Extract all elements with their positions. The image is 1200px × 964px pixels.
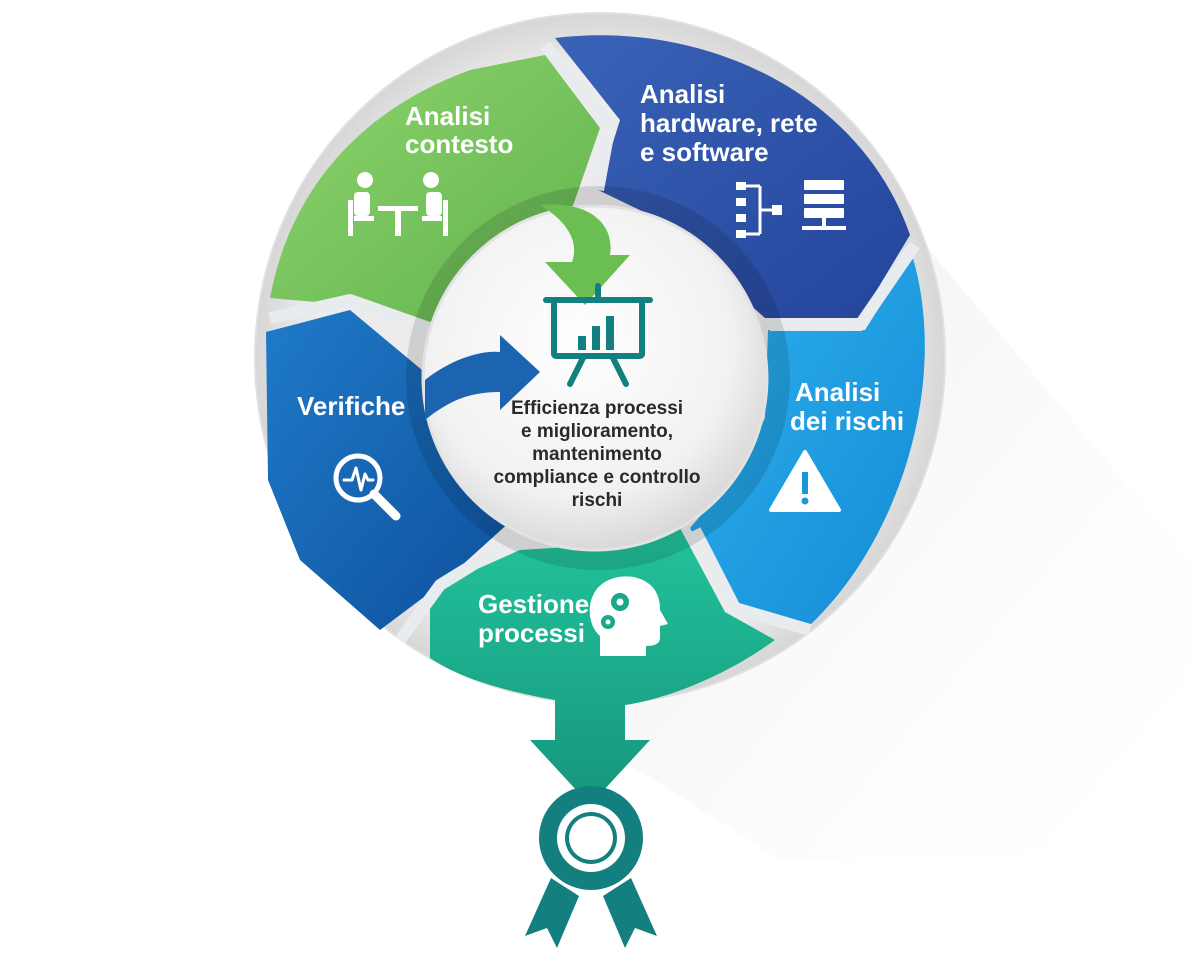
center-disc bbox=[421, 204, 769, 552]
label-analisi-rischi-1: Analisi bbox=[795, 377, 880, 407]
head-gears-icon bbox=[589, 576, 668, 656]
center-title-line2: e miglioramento, bbox=[521, 421, 673, 442]
award-rosette-icon bbox=[525, 786, 657, 948]
warning-icon bbox=[769, 450, 841, 512]
server-icon bbox=[802, 180, 846, 230]
label-gestione-processi-1: Gestione bbox=[478, 589, 589, 619]
center-title-line4: compliance e controllo bbox=[494, 467, 701, 488]
center-title-line5: rischi bbox=[572, 490, 623, 511]
green-arrow bbox=[540, 204, 630, 305]
segment-verifiche[interactable] bbox=[266, 310, 512, 630]
center-title-line3: mantenimento bbox=[532, 444, 662, 465]
blue-arrow bbox=[425, 335, 540, 420]
label-analisi-rischi-2: dei rischi bbox=[790, 406, 904, 436]
label-gestione-processi-2: processi bbox=[478, 618, 585, 648]
label-verifiche: Verifiche bbox=[297, 391, 405, 421]
segment-analisi-hardware[interactable] bbox=[555, 35, 910, 318]
segment-gestione-processi[interactable] bbox=[430, 528, 775, 805]
presentation-chart-icon bbox=[543, 283, 653, 387]
label-analisi-contesto-2: contesto bbox=[405, 129, 513, 159]
label-analisi-hardware-1: Analisi bbox=[640, 79, 725, 109]
label-analisi-hardware-2: hardware, rete bbox=[640, 108, 818, 138]
magnifier-pulse-icon bbox=[333, 453, 401, 521]
center-title-line1: Efficienza processi bbox=[511, 398, 683, 419]
segment-analisi-rischi[interactable] bbox=[690, 255, 925, 625]
segment-separators bbox=[268, 41, 920, 644]
meeting-icon bbox=[348, 172, 448, 236]
network-diagram-icon bbox=[736, 182, 782, 238]
label-analisi-contesto-1: Analisi bbox=[405, 101, 490, 131]
label-analisi-hardware-3: e software bbox=[640, 137, 769, 167]
